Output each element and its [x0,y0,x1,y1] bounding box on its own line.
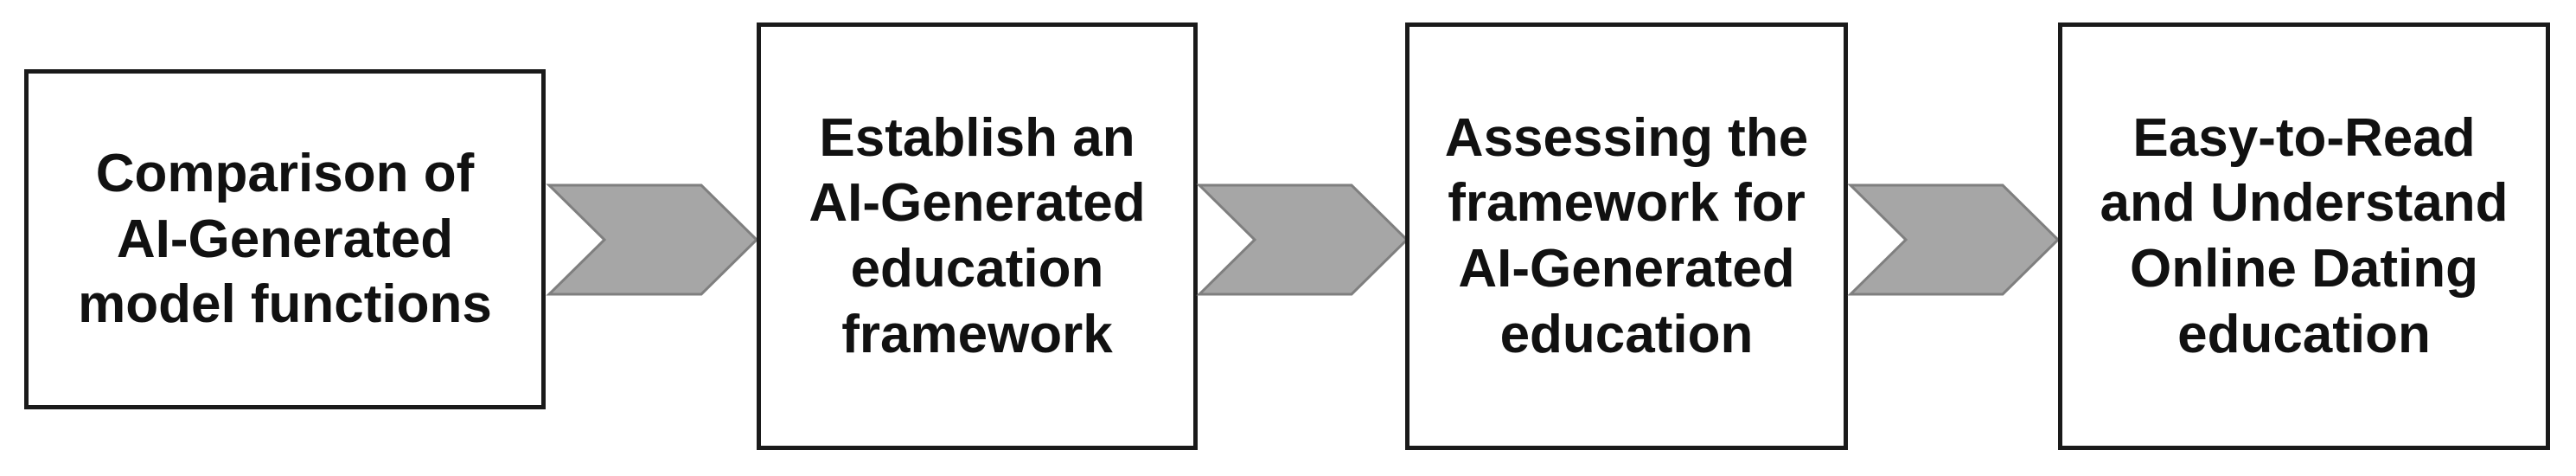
step-box-establish-framework: Establish an AI-Generated education fram… [757,23,1198,450]
step-box-online-dating-education: Easy-to-Read and Understand Online Datin… [2058,23,2550,450]
step-box-comparison: Comparison of AI-Generated model functio… [24,69,546,409]
step-box-assessing-framework: Assessing the framework for AI-Generated… [1405,23,1848,450]
chevron-arrow-icon [1847,183,2061,296]
chevron-arrow-icon [1196,183,1409,296]
step-label: Assessing the framework for AI-Generated… [1444,107,1809,364]
step-label: Easy-to-Read and Understand Online Datin… [2100,107,2509,364]
step-label: Establish an AI-Generated education fram… [809,107,1146,364]
step-label: Comparison of AI-Generated model functio… [78,144,492,335]
chevron-arrow-icon [546,183,759,296]
